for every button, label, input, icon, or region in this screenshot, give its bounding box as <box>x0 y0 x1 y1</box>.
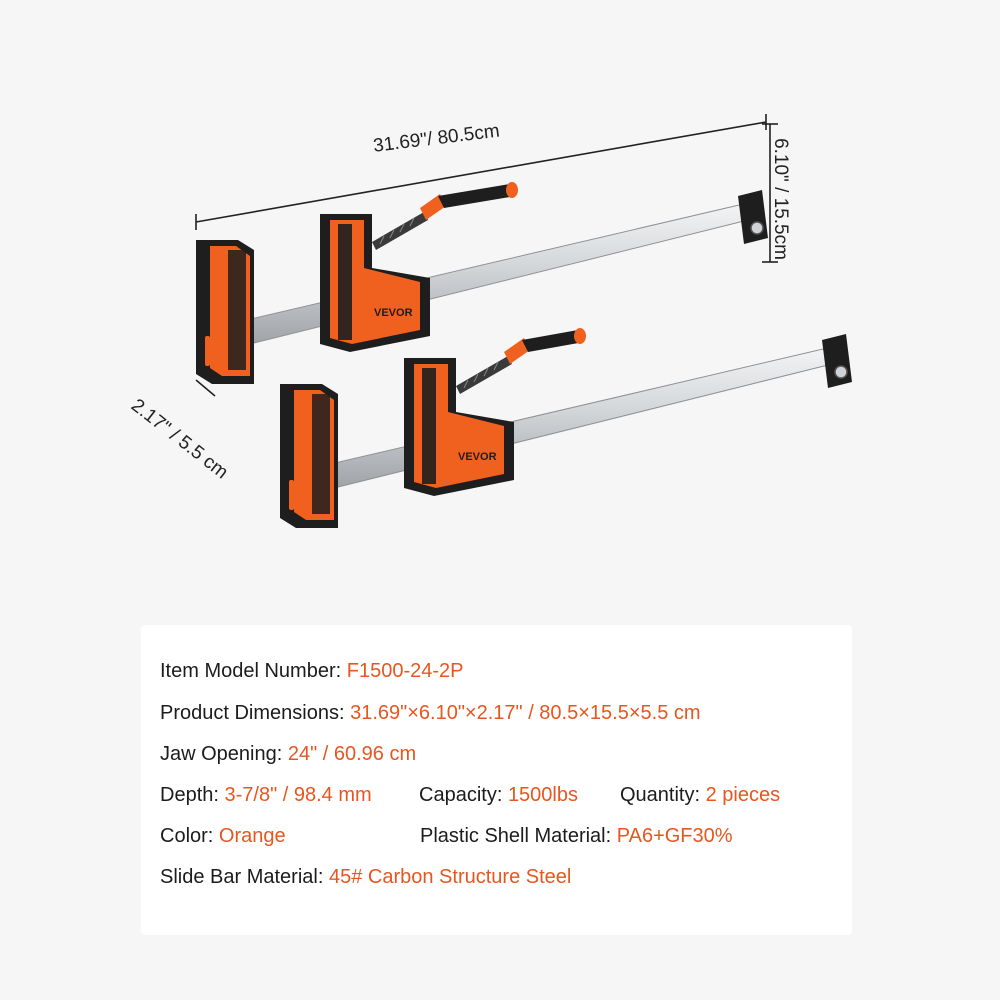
spec-value: 24" / 60.96 cm <box>287 743 417 765</box>
sliding-head: VEVOR <box>404 358 514 496</box>
height-dimension-line <box>762 123 778 263</box>
vevor-logo: VEVOR <box>374 307 413 319</box>
bar-clamp-2: VEVOR <box>280 328 852 528</box>
height-dimension-label: 6.10" / 15.5cm <box>770 138 791 260</box>
depth-dimension-line <box>195 379 216 397</box>
bar-clamp-1: VEVOR <box>196 182 768 384</box>
spec-value: F1500-24-2P <box>346 660 464 682</box>
screw <box>372 212 428 250</box>
fixed-jaw <box>280 384 338 528</box>
end-stop <box>738 190 768 244</box>
spec-label: Depth: <box>160 784 225 806</box>
spec-row-color: Color: Orange <box>160 824 286 848</box>
spec-label: Capacity: <box>419 784 508 806</box>
end-stop <box>822 334 852 388</box>
spec-label: Slide Bar Material: <box>160 866 329 888</box>
spec-row-bar-material: Slide Bar Material: 45# Carbon Structure… <box>160 865 571 889</box>
handle <box>504 328 586 364</box>
spec-row-capacity: Capacity: 1500lbs <box>419 783 578 807</box>
spec-label: Jaw Opening: <box>160 743 288 765</box>
slide-bar <box>321 345 841 491</box>
spec-value: PA6+GF30% <box>616 825 733 847</box>
spec-value: 1500lbs <box>507 784 578 806</box>
fixed-jaw <box>196 240 254 384</box>
spec-row-model: Item Model Number: F1500-24-2P <box>160 659 463 683</box>
spec-value: 2 pieces <box>705 784 781 806</box>
spec-value: 31.69"×6.10"×2.17" / 80.5×15.5×5.5 cm <box>350 702 701 724</box>
handle <box>420 182 518 220</box>
slide-bar <box>237 201 757 347</box>
spec-value: Orange <box>218 825 286 847</box>
spec-row-dimensions: Product Dimensions: 31.69"×6.10"×2.17" /… <box>160 701 701 725</box>
spec-label: Item Model Number: <box>160 660 347 682</box>
vevor-logo: VEVOR <box>458 451 497 463</box>
length-dimension-line <box>195 114 767 230</box>
spec-label: Plastic Shell Material: <box>420 825 617 847</box>
spec-row-quantity: Quantity: 2 pieces <box>620 783 780 807</box>
spec-label: Product Dimensions: <box>160 702 351 724</box>
spec-row-shell-material: Plastic Shell Material: PA6+GF30% <box>420 824 733 848</box>
clamp-drawing: VEVOR <box>195 114 852 528</box>
product-illustration: VEVOR <box>127 114 852 528</box>
spec-row-depth: Depth: 3-7/8" / 98.4 mm <box>160 783 372 807</box>
sliding-head: VEVOR <box>320 214 430 352</box>
specification-card: Item Model Number: F1500-24-2P Product D… <box>141 625 852 935</box>
spec-label: Color: <box>160 825 219 847</box>
spec-row-jaw-opening: Jaw Opening: 24" / 60.96 cm <box>160 742 416 766</box>
spec-value: 45# Carbon Structure Steel <box>328 866 572 888</box>
spec-label: Quantity: <box>620 784 706 806</box>
screw <box>456 356 512 394</box>
spec-value: 3-7/8" / 98.4 mm <box>224 784 372 806</box>
